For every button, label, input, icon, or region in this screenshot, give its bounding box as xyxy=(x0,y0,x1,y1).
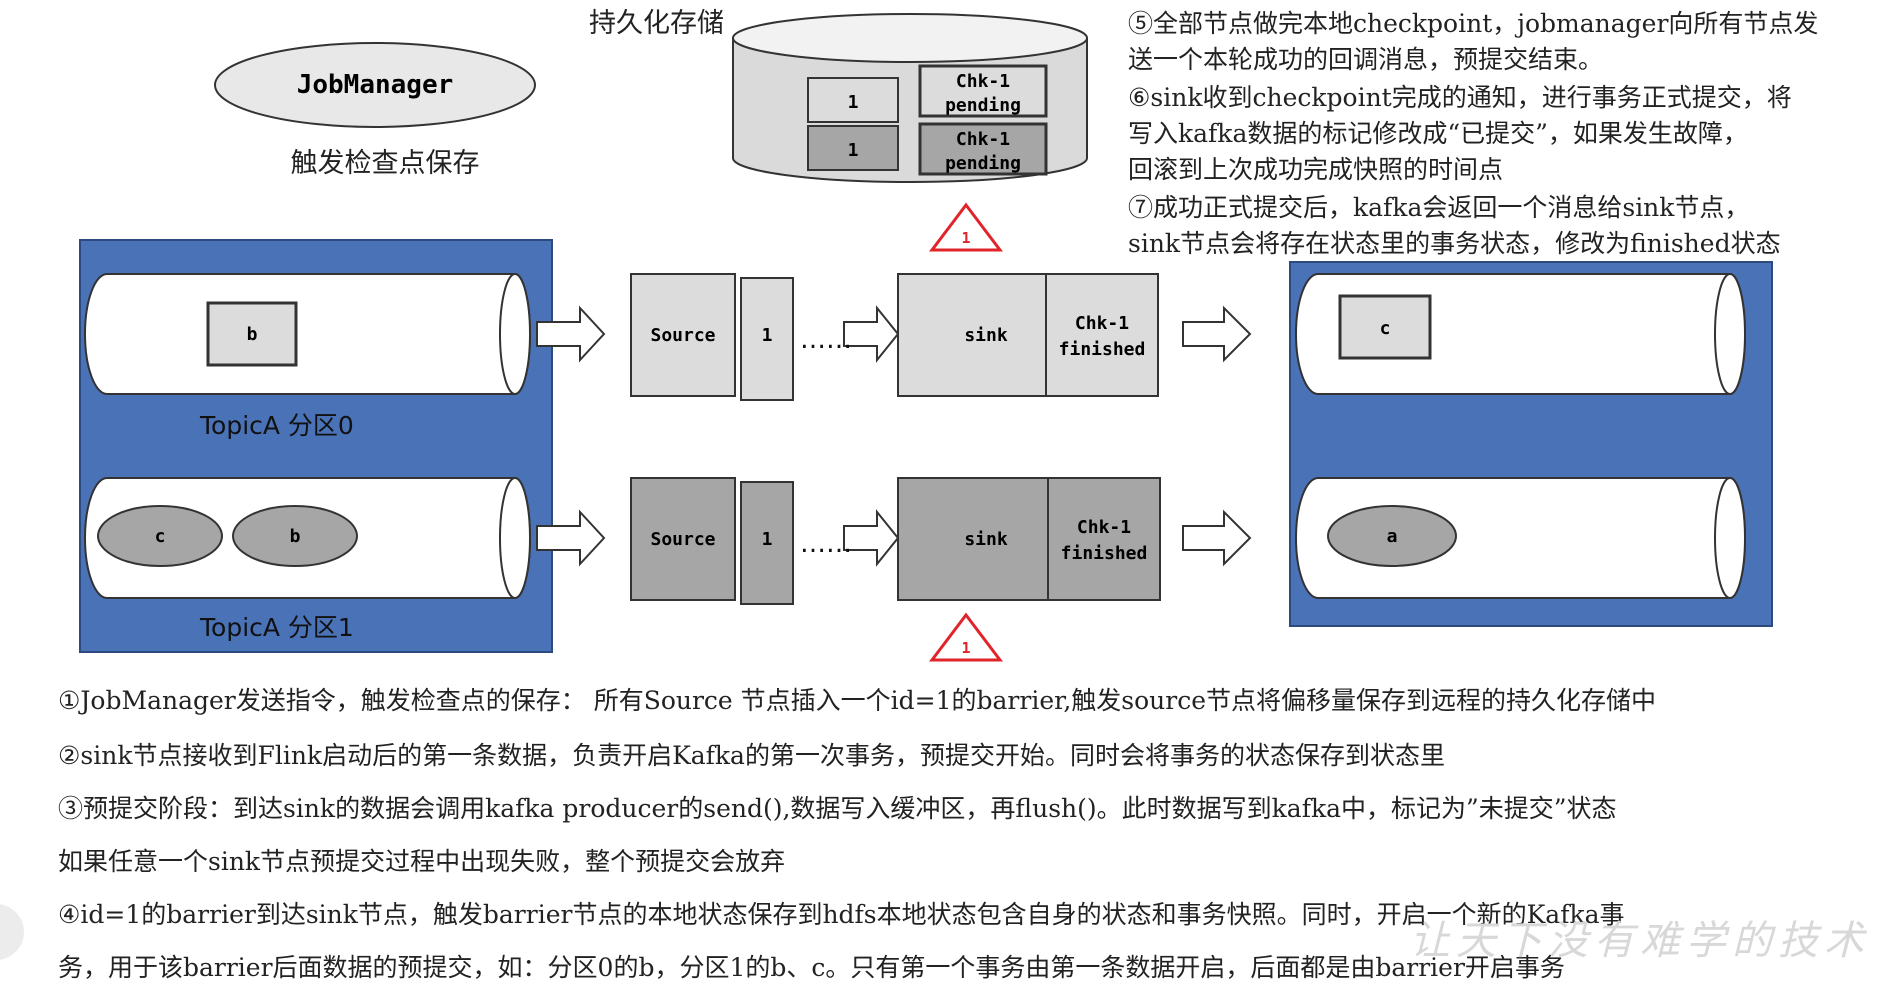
partition-0-pipe: b TopicA 分区0 xyxy=(84,273,531,440)
ellipsis-dots: …… xyxy=(800,529,852,559)
storage-slot-id: 1 xyxy=(848,140,859,161)
right-note-line: sink节点会将存在状态里的事务状态，修改为finished状态 xyxy=(1128,229,1781,258)
pipeline-row-1: Source 1 …… sink Chk-1 finished xyxy=(630,477,1161,605)
jobmanager-caption: 触发检查点保存 xyxy=(291,148,480,179)
warning-label: 1 xyxy=(961,639,970,657)
output-record: a xyxy=(1387,526,1398,547)
warning-label: 1 xyxy=(961,229,970,247)
right-note-line: 写入kafka数据的标记修改成“已提交”，如果发生故障， xyxy=(1128,119,1748,148)
storage-slot-chk-line2: pending xyxy=(945,95,1021,116)
partition-label: TopicA 分区0 xyxy=(199,411,354,440)
pipeline-row-0: Source 1 …… sink Chk-1 finished xyxy=(630,273,1159,401)
storage-slot-id: 1 xyxy=(848,92,859,113)
warning-triangle: 1 xyxy=(928,202,1004,252)
sink-node xyxy=(897,477,1073,601)
bottom-note-line: ③预提交阶段：到达sink的数据会调用kafka producer的send()… xyxy=(58,794,1617,823)
source-node xyxy=(630,273,736,397)
storage-slot-id-box xyxy=(807,125,899,171)
bottom-note-line: ②sink节点接收到Flink启动后的第一条数据，负责开启Kafka的第一次事务… xyxy=(58,741,1445,770)
storage-slot-chk-box xyxy=(918,64,1048,118)
right-note-line: 回滚到上次成功完成快照的时间点 xyxy=(1128,155,1504,184)
source-label: Source xyxy=(650,325,715,346)
sink-chk-line1: Chk-1 xyxy=(1077,517,1131,538)
bottom-note-line: 如果任意一个sink节点预提交过程中出现失败，整个预提交会放弃 xyxy=(58,847,786,876)
barrier-label: 1 xyxy=(762,529,773,550)
right-note-line: 送一个本轮成功的回调消息，预提交结束。 xyxy=(1128,45,1604,74)
partition-record-box xyxy=(206,301,298,367)
right-note-line: ⑤全部节点做完本地checkpoint，jobmanager向所有节点发 xyxy=(1128,9,1819,38)
jobmanager-label: JobManager xyxy=(297,70,454,100)
flow-arrow xyxy=(843,305,900,363)
partition-record-oval xyxy=(97,505,223,567)
flow-arrow xyxy=(1182,509,1252,567)
bottom-note-line: ④id=1的barrier到达sink节点，触发barrier节点的本地状态保存… xyxy=(58,900,1625,929)
flow-arrow xyxy=(536,305,606,363)
partition-1-pipe: c b TopicA 分区1 xyxy=(84,477,531,642)
output-record-box xyxy=(1338,294,1432,360)
flow-arrow xyxy=(843,509,900,567)
output-pipe-0: c xyxy=(1295,273,1746,395)
sink-chk-box xyxy=(1047,477,1161,601)
sink-chk-line2: finished xyxy=(1059,339,1146,360)
jobmanager-node: JobManager 触发检查点保存 xyxy=(214,42,536,179)
sink-label: sink xyxy=(964,325,1008,346)
storage-slot-chk-line1: Chk-1 xyxy=(956,71,1010,92)
storage-slot-chk-line1: Chk-1 xyxy=(956,129,1010,150)
flow-arrow xyxy=(1182,305,1252,363)
bottom-note-line: 务，用于该barrier后面数据的预提交，如：分区0的b，分区1的b、c。只有第… xyxy=(58,953,1565,982)
sink-label: sink xyxy=(964,529,1008,550)
output-pipe-1: a xyxy=(1295,477,1746,599)
flow-arrow xyxy=(536,509,606,567)
barrier-label: 1 xyxy=(762,325,773,346)
sink-chk-line2: finished xyxy=(1061,543,1148,564)
watermark: 让天下没有难学的技术 xyxy=(1410,918,1870,964)
output-record: c xyxy=(1380,318,1391,339)
storage-cylinder: 持久化存储 1 Chk-1 pending 1 Chk-1 pending xyxy=(589,8,1088,183)
bottom-note-line: ①JobManager发送指令，触发检查点的保存： 所有Source 节点插入一… xyxy=(58,686,1657,715)
flow-arrows xyxy=(536,305,1252,567)
right-note-line: ⑦成功正式提交后，kafka会返回一个消息给sink节点， xyxy=(1128,193,1750,222)
storage-slot-chk-box xyxy=(918,122,1048,176)
warning-triangle: 1 xyxy=(928,612,1004,662)
barrier-box xyxy=(740,277,794,401)
partition-record: c xyxy=(155,526,166,547)
sink-chk-line1: Chk-1 xyxy=(1075,313,1129,334)
sink-chk-box xyxy=(1045,273,1159,397)
output-record-oval xyxy=(1327,505,1457,567)
partition-record-oval xyxy=(232,505,358,567)
partition-record: b xyxy=(290,526,301,547)
storage-slot-chk-line2: pending xyxy=(945,153,1021,174)
source-label: Source xyxy=(650,529,715,550)
partition-record: b xyxy=(247,324,258,345)
partition-label: TopicA 分区1 xyxy=(199,613,354,642)
ellipsis-dots: …… xyxy=(800,325,852,355)
source-node xyxy=(630,477,736,601)
storage-slot-id-box xyxy=(807,77,899,123)
right-note-line: ⑥sink收到checkpoint完成的通知，进行事务正式提交，将 xyxy=(1128,83,1792,112)
storage-title: 持久化存储 xyxy=(589,8,724,39)
barrier-box xyxy=(740,481,794,605)
